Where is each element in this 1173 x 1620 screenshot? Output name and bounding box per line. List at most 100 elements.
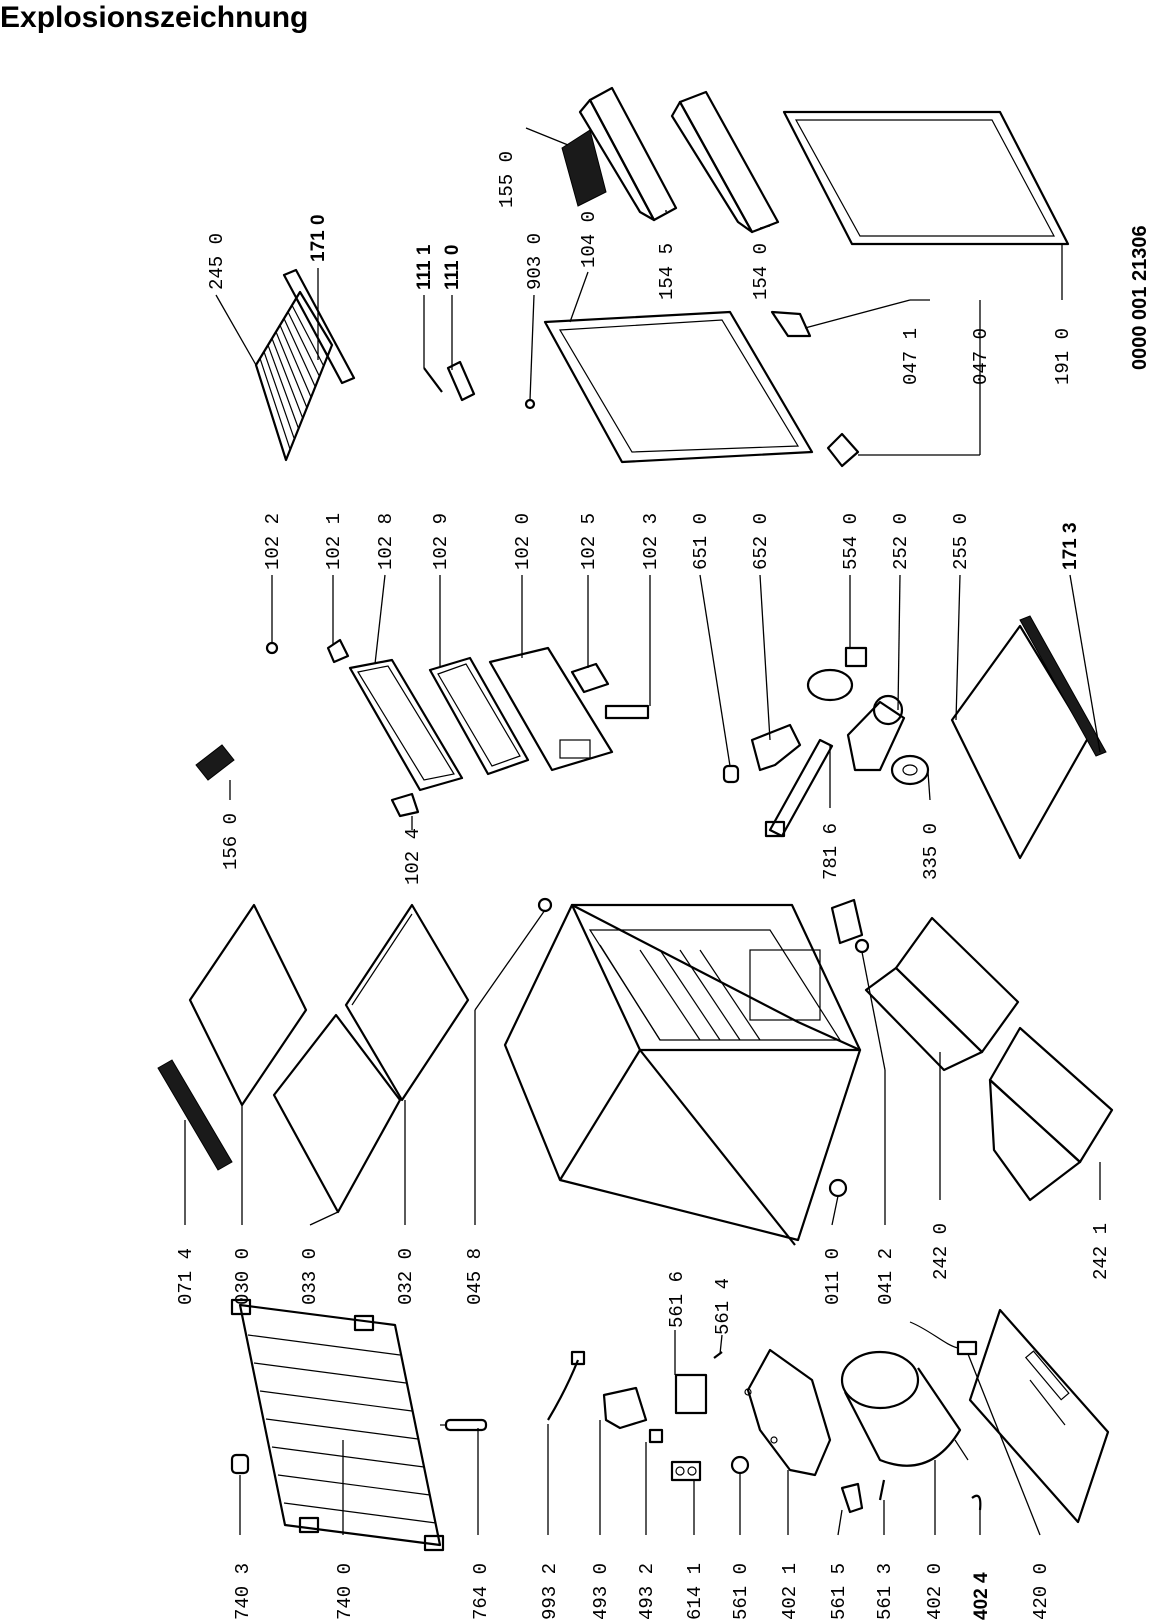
- part-label-102-2: 102 2: [262, 513, 284, 570]
- door-frame-104-0: [543, 310, 814, 464]
- part-label-155-0: 155 0: [496, 151, 518, 208]
- mounting-plate-402-1: [744, 1348, 832, 1477]
- part-label-102-9: 102 9: [430, 513, 452, 570]
- part-label-102-0: 102 0: [512, 513, 534, 570]
- strip-171-3: [1019, 615, 1107, 757]
- part-label-102-1: 102 1: [323, 513, 345, 570]
- cabinet-045-8: [503, 903, 862, 1246]
- part-label-191-0: 191 0: [1052, 328, 1074, 385]
- part-label-102-3: 102 3: [640, 513, 662, 570]
- document-number: 0000 001 21306: [1129, 225, 1151, 370]
- page-title: Explosionszeichnung: [0, 1, 309, 34]
- filter-drier-764-0: [440, 1418, 488, 1432]
- part-label-335-0: 335 0: [920, 823, 942, 880]
- part-label-245-0: 245 0: [206, 233, 228, 290]
- part-label-993-2: 993 2: [539, 1563, 561, 1620]
- compressor-402-0: [840, 1350, 969, 1467]
- tube-781-6: [764, 738, 834, 838]
- knob-335-0: [890, 754, 930, 786]
- part-label-561-4: 561 4: [712, 1278, 734, 1335]
- part-493-2: [648, 1428, 664, 1444]
- shelf-wire: [271, 338, 304, 419]
- egg-tray-155-0: [561, 129, 607, 207]
- part-label-561-0: 561 0: [730, 1563, 752, 1620]
- bracket-561-5: [840, 1482, 864, 1514]
- cable-993-2: [547, 1350, 586, 1421]
- screw-045-8: [537, 897, 553, 913]
- lamp-housing-554-0: [806, 646, 868, 702]
- part-label-740-0: 740 0: [334, 1563, 356, 1620]
- coil-tube: [259, 1390, 413, 1412]
- gasket-frame-102-8: [348, 658, 464, 792]
- part-label-764-0: 764 0: [470, 1563, 492, 1620]
- part-label-071-4: 071 4: [175, 1248, 197, 1305]
- shelf-wire: [259, 358, 291, 450]
- hinge-047-1: [770, 310, 812, 338]
- thermostat-651-0: [722, 764, 740, 784]
- part-label-047-1: 047 1: [900, 328, 922, 385]
- egg-rack-156-0: [195, 744, 235, 781]
- coil-tube: [265, 1418, 419, 1440]
- part-111-0: [446, 360, 476, 402]
- shelf-wire: [255, 364, 287, 461]
- part-102-4: [390, 792, 420, 818]
- screw-561-4: [713, 1351, 723, 1359]
- part-label-493-2: 493 2: [636, 1563, 658, 1620]
- door-gasket-191-0: [782, 110, 1070, 246]
- shelf-wire: [275, 331, 308, 408]
- coil-tube: [247, 1334, 401, 1356]
- part-label-652-0: 652 0: [750, 513, 772, 570]
- part-label-651-0: 651 0: [690, 513, 712, 570]
- cover-plate-030-0: [188, 903, 308, 1107]
- glass-shelf-033-0: [272, 1013, 402, 1214]
- part-label-242-0: 242 0: [930, 1223, 952, 1280]
- part-label-402-4: 402 4: [971, 1572, 992, 1620]
- coil-tube: [277, 1474, 431, 1496]
- part-111-1: [423, 367, 443, 393]
- shelf-wire: [287, 311, 320, 377]
- part-label-102-5: 102 5: [578, 513, 600, 570]
- part-label-047-0: 047 0: [970, 328, 992, 385]
- glass-plate-255-0: [950, 624, 1090, 860]
- part-label-903-0: 903 0: [524, 233, 546, 290]
- screw-903-0: [524, 398, 536, 410]
- part-label-154-5: 154 5: [656, 243, 678, 300]
- part-label-104-0: 104 0: [578, 211, 600, 268]
- crisper-242-0: [864, 916, 1020, 1072]
- foot-011-0: [828, 1178, 848, 1198]
- part-label-781-6: 781 6: [820, 823, 842, 880]
- part-561-6: [674, 1373, 708, 1415]
- cover-493-0: [602, 1386, 648, 1430]
- coil-tube: [271, 1446, 425, 1468]
- condenser-coil-740-0: [230, 1298, 445, 1552]
- part-label-402-0: 402 0: [924, 1563, 946, 1620]
- part-label-102-8: 102 8: [375, 513, 397, 570]
- part-label-171-3: 171 3: [1060, 522, 1081, 570]
- part-label-030-0: 030 0: [232, 1248, 254, 1305]
- coil-tube: [253, 1362, 407, 1384]
- shelf-wire: [279, 324, 312, 398]
- part-label-554-0: 554 0: [840, 513, 862, 570]
- grille-071-4: [157, 1059, 233, 1171]
- part-label-102-4: 102 4: [402, 828, 424, 885]
- part-label-156-0: 156 0: [220, 813, 242, 870]
- shelf-wire: [299, 291, 333, 346]
- part-label-111-0: 111 0: [442, 245, 463, 290]
- part-label-493-0: 493 0: [590, 1563, 612, 1620]
- part-102-1: [326, 638, 350, 664]
- bolt-561-3: [878, 1479, 886, 1501]
- shelf-frame-032-0: [344, 903, 470, 1102]
- spring-clip-402-4: [971, 1494, 982, 1511]
- part-label-045-8: 045 8: [464, 1248, 486, 1305]
- part-label-255-0: 255 0: [950, 513, 972, 570]
- part-label-041-2: 041 2: [875, 1248, 897, 1305]
- starter-402-0: [909, 1321, 978, 1356]
- clip-740-3: [230, 1453, 250, 1475]
- hinge-047-0: [826, 432, 860, 468]
- part-label-561-5: 561 5: [828, 1563, 850, 1620]
- part-label-252-0: 252 0: [890, 513, 912, 570]
- part-label-154-0: 154 0: [750, 243, 772, 300]
- part-102-5: [570, 662, 610, 694]
